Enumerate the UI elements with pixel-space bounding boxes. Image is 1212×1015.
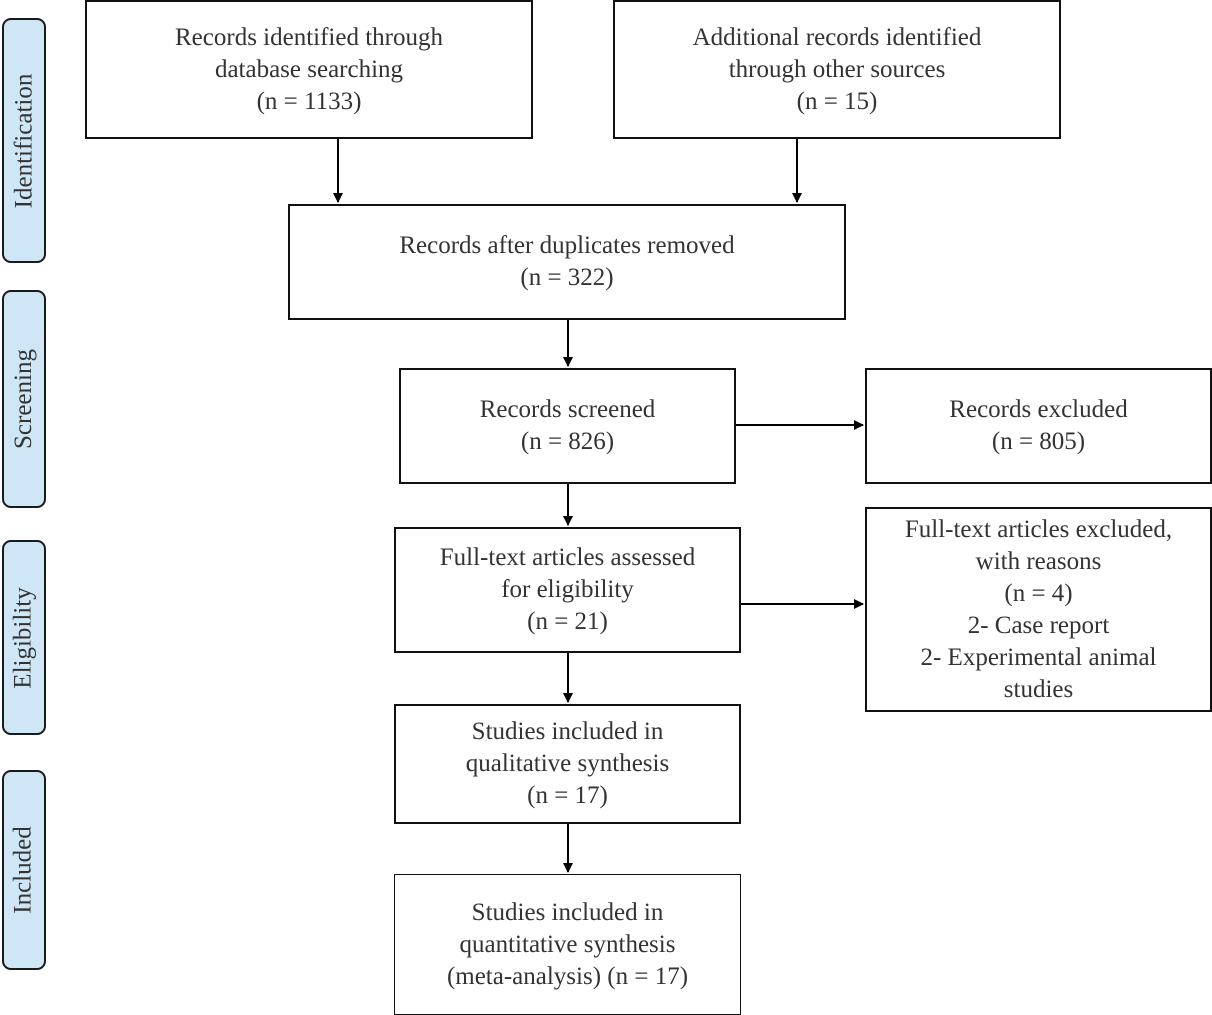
box-line: (n = 21) bbox=[527, 608, 608, 635]
phase-eligibility-label: Eligibility bbox=[2, 540, 46, 735]
box-fulltext-assessed: Full-text articles assessed for eligibil… bbox=[394, 527, 741, 653]
box-line: Additional records identified bbox=[692, 23, 982, 51]
box-line: Full-text articles excluded, bbox=[904, 515, 1173, 543]
box-line: Full-text articles assessed bbox=[439, 544, 696, 571]
phase-screening-label: Screening bbox=[2, 290, 46, 508]
box-line: qualitative synthesis bbox=[465, 750, 670, 777]
box-line: Records excluded bbox=[949, 396, 1128, 423]
box-line: through other sources bbox=[728, 55, 946, 83]
box-database-search: Records identified through database sear… bbox=[85, 0, 533, 139]
phase-identification-label: Identification bbox=[2, 18, 46, 263]
box-line: with reasons bbox=[975, 547, 1102, 575]
box-records-excluded: Records excluded (n = 805) bbox=[865, 368, 1212, 484]
phase-included-label: Included bbox=[2, 770, 46, 970]
box-line: 2- Experimental animal bbox=[920, 643, 1157, 671]
box-line: Records identified through bbox=[175, 23, 443, 51]
box-line: studies bbox=[1003, 675, 1074, 703]
box-records-screened: Records screened (n = 826) bbox=[399, 368, 736, 484]
box-line: database searching bbox=[214, 55, 404, 83]
box-other-sources: Additional records identified through ot… bbox=[613, 0, 1061, 139]
box-line: Records screened bbox=[479, 396, 656, 423]
box-qualitative-synthesis: Studies included in qualitative synthesi… bbox=[394, 704, 741, 824]
box-line: (n = 15) bbox=[796, 87, 878, 115]
box-fulltext-excluded: Full-text articles excluded, with reason… bbox=[865, 507, 1212, 712]
box-line: for eligibility bbox=[501, 576, 634, 603]
box-line: (n = 17) bbox=[527, 782, 608, 809]
box-line: quantitative synthesis bbox=[459, 930, 676, 958]
box-line: (n = 4) bbox=[1004, 579, 1073, 607]
box-line: (n = 1133) bbox=[256, 87, 362, 115]
box-line: (meta-analysis) (n = 17) bbox=[446, 962, 689, 990]
connector-arrows bbox=[333, 139, 864, 873]
box-line: (n = 322) bbox=[520, 264, 614, 291]
box-line: (n = 826) bbox=[520, 428, 615, 455]
box-line: (n = 805) bbox=[991, 428, 1086, 455]
box-line: Studies included in bbox=[471, 898, 664, 926]
box-quantitative-synthesis: Studies included in quantitative synthes… bbox=[394, 874, 741, 1015]
box-line: Studies included in bbox=[471, 718, 664, 745]
box-line: 2- Case report bbox=[967, 611, 1110, 639]
box-after-duplicates: Records after duplicates removed (n = 32… bbox=[288, 204, 846, 320]
box-line: Records after duplicates removed bbox=[399, 232, 735, 259]
